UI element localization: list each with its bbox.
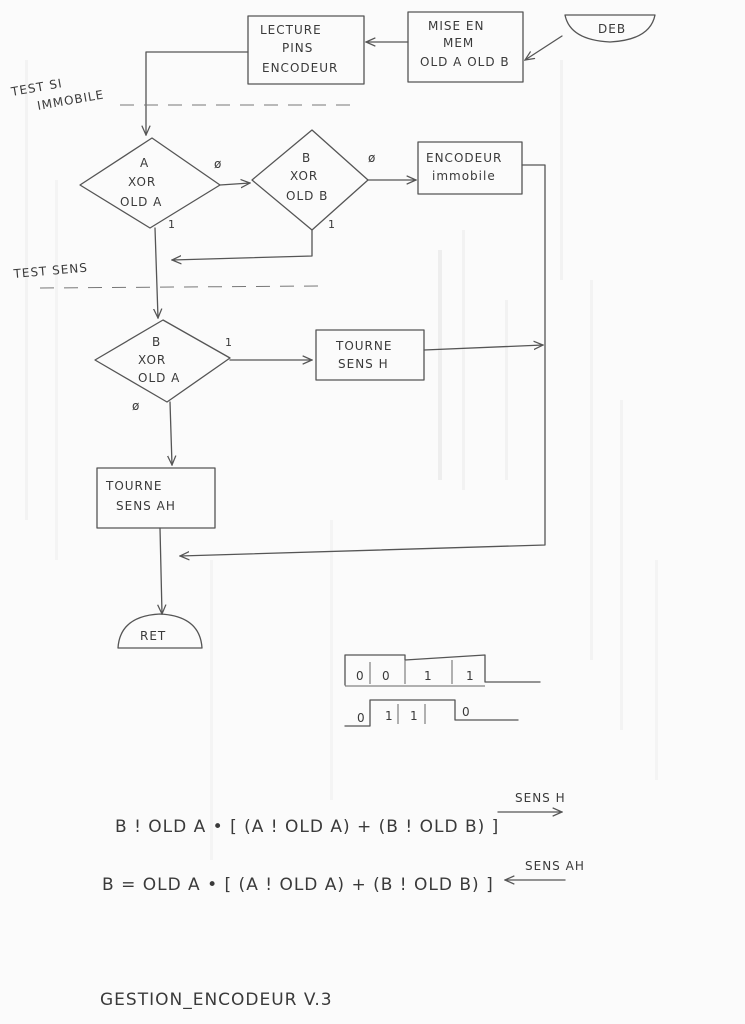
timing-row1-bit-4: 1 (466, 669, 475, 683)
decision-a-xor-old-a: A XOR OLD A (79, 137, 221, 229)
start-label: DEB (598, 22, 626, 36)
xor-a-line-3: OLD A (120, 195, 162, 209)
xor-a-line-1: A (140, 156, 149, 170)
equation-2-result: SENS AH (525, 859, 585, 873)
xor-b-line-1: B (302, 151, 311, 165)
timing-row1-bit-3: 1 (424, 669, 433, 683)
equation-1: B ! OLD A • [ (A ! OLD A) + (B ! OLD B) … (115, 817, 499, 837)
timing-row2-bit-3: 1 (410, 709, 419, 723)
init-line-2: MEM (443, 36, 474, 50)
test-immobile-label: TEST SI IMMOBILE (9, 76, 105, 113)
xor-b-line-2: XOR (290, 169, 318, 183)
return-terminal: RET (117, 613, 203, 649)
immobile-line-2: immobile (432, 169, 496, 183)
encoder-immobile-box: ENCODEUR immobile (417, 141, 523, 195)
read-line-1: LECTURE (260, 23, 322, 37)
document-title: GESTION_ENCODEUR V.3 (100, 990, 333, 1010)
equations: B ! OLD A • [ (A ! OLD A) + (B ! OLD B) … (102, 791, 585, 895)
sens-h-line-1: TOURNE (335, 339, 392, 353)
immobile-line-1: ENCODEUR (426, 151, 502, 165)
timing-row1-bit-2: 0 (382, 669, 391, 683)
timing-row1-bit-1: 0 (356, 669, 365, 683)
read-line-3: ENCODEUR (262, 61, 338, 75)
end-label: RET (140, 629, 166, 643)
turn-sens-h-box: TOURNE SENS H (315, 329, 425, 381)
branch-one-a: 1 (168, 218, 176, 231)
decision-b-xor-old-b: B XOR OLD B (251, 129, 369, 231)
branch-zero-a: ø (214, 157, 222, 171)
bleed-through-background (25, 60, 658, 860)
init-line-3: OLD A OLD B (420, 55, 510, 69)
xor-ba-line-1: B (152, 335, 161, 349)
init-memory-box: MISE EN MEM OLD A OLD B (407, 11, 524, 83)
equation-1-result: SENS H (515, 791, 566, 805)
start-terminal: DEB (564, 14, 656, 43)
branch-zero-ba: ø (132, 399, 140, 413)
sens-h-line-2: SENS H (338, 357, 389, 371)
decision-b-xor-old-a: B XOR OLD A (94, 319, 231, 403)
timing-row2-bit-1: 0 (357, 711, 366, 725)
timing-diagram: 0 0 1 1 0 1 1 0 (344, 654, 541, 727)
xor-ba-line-2: XOR (138, 353, 166, 367)
timing-row2-bit-2: 1 (385, 709, 394, 723)
sens-ah-line-1: TOURNE (105, 479, 162, 493)
branch-zero-b: ø (368, 151, 376, 165)
turn-sens-ah-box: TOURNE SENS AH (96, 467, 216, 529)
xor-ba-line-3: OLD A (138, 371, 180, 385)
xor-a-line-2: XOR (128, 175, 156, 189)
branch-one-b: 1 (328, 218, 336, 231)
read-pins-box: LECTURE PINS ENCODEUR (247, 15, 365, 85)
xor-b-line-3: OLD B (286, 189, 328, 203)
equation-2: B = OLD A • [ (A ! OLD A) + (B ! OLD B) … (102, 875, 494, 895)
read-line-2: PINS (282, 41, 313, 55)
timing-row2-bit-4: 0 (462, 705, 471, 719)
init-line-1: MISE EN (428, 19, 484, 33)
branch-one-ba: 1 (225, 336, 233, 349)
sens-ah-line-2: SENS AH (116, 499, 176, 513)
test-sens-label: TEST SENS (12, 261, 88, 282)
